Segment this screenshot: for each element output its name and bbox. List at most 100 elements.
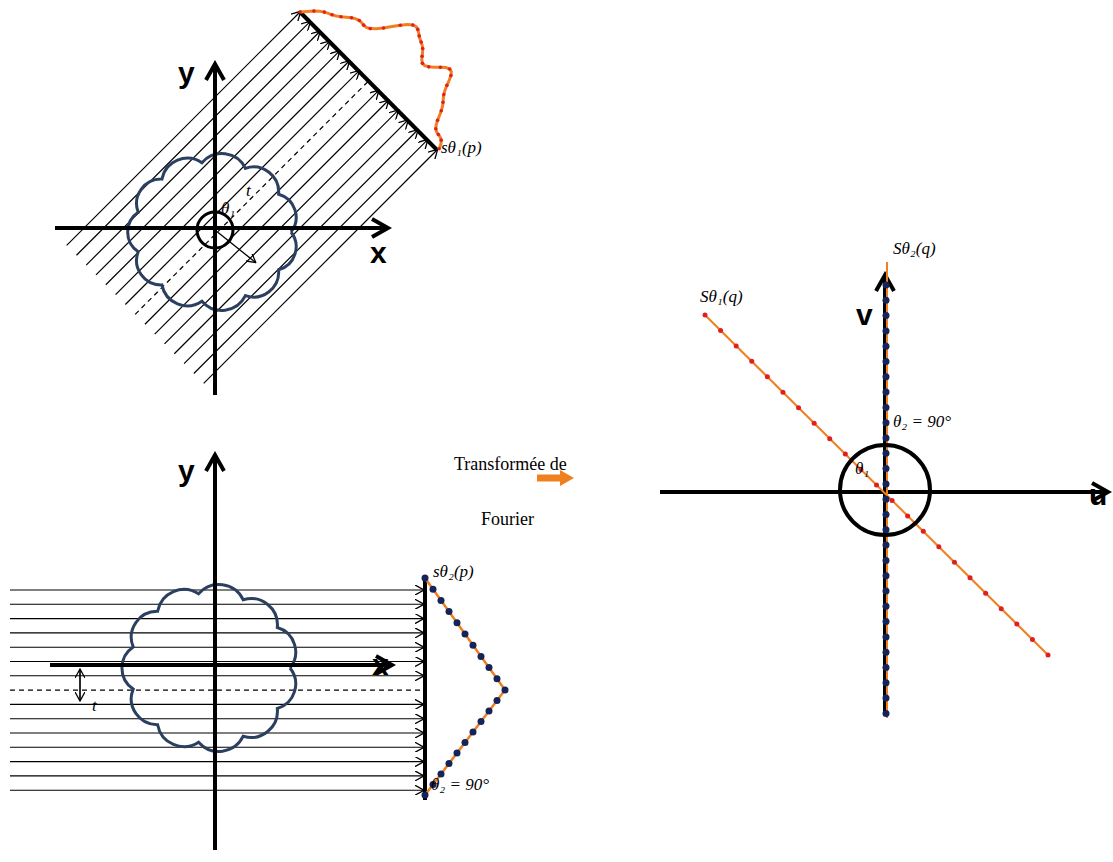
- projection-ray: [106, 51, 339, 284]
- sample-dot: [502, 687, 509, 694]
- sample-dot: [439, 65, 443, 69]
- sample-dot: [883, 419, 890, 426]
- sample-dot: [454, 619, 461, 626]
- sample-dot: [883, 282, 890, 289]
- sample-dot: [446, 608, 453, 615]
- sample-dot: [883, 297, 890, 304]
- object-cloud: [128, 154, 296, 311]
- sample-dot: [883, 710, 890, 717]
- object-cloud: [122, 585, 296, 752]
- sample-dot: [883, 312, 890, 319]
- sample-dot: [1030, 637, 1035, 642]
- angle-label: θ₂ = 90°: [431, 776, 489, 793]
- sample-dot: [427, 65, 431, 69]
- sample-dot: [416, 28, 420, 32]
- sample-dot: [890, 498, 895, 503]
- sample-dot: [883, 450, 890, 457]
- sample-dot: [883, 633, 890, 640]
- sample-dot: [883, 373, 890, 380]
- sample-dot: [323, 10, 327, 14]
- angle-label: θ₁: [221, 200, 235, 217]
- sample-dot: [883, 664, 890, 671]
- sample-dot: [883, 542, 890, 549]
- sample-dot: [298, 10, 302, 14]
- sample-dot: [905, 513, 910, 518]
- sample-dot: [330, 13, 334, 17]
- projection-ray: [204, 150, 437, 383]
- projection-ray: [116, 61, 349, 294]
- sample-dot: [470, 642, 477, 649]
- sample-dot: [421, 62, 425, 66]
- sample-dot: [703, 313, 708, 318]
- offset-label: t: [92, 697, 97, 714]
- sample-dot: [883, 557, 890, 564]
- sample-dot: [883, 358, 890, 365]
- projection-ray: [135, 81, 368, 314]
- sample-dot: [874, 483, 879, 488]
- transform-label: Fourier: [481, 510, 534, 528]
- projection-ray: [155, 101, 388, 334]
- sample-dot: [357, 19, 361, 23]
- sample-dot: [362, 23, 366, 27]
- sample-dot: [968, 575, 973, 580]
- spectrum-label: Sθ₁(q): [700, 288, 743, 305]
- projection-ray: [145, 91, 378, 324]
- sample-dot: [883, 389, 890, 396]
- sample-dot: [883, 435, 890, 442]
- projection-ray: [125, 71, 358, 304]
- sample-dot: [339, 15, 343, 19]
- axis-label: v: [856, 300, 873, 330]
- projection-ray: [194, 140, 427, 373]
- sample-dot: [421, 47, 425, 51]
- sample-dot: [442, 93, 446, 97]
- sample-dot: [883, 480, 890, 487]
- sample-dot: [439, 109, 443, 113]
- sample-dot: [718, 328, 723, 333]
- sample-dot: [883, 588, 890, 595]
- sample-dot: [883, 695, 890, 702]
- projection-ray: [184, 130, 417, 363]
- sample-dot: [936, 544, 941, 549]
- axis-label: x: [370, 238, 387, 268]
- sample-dot: [434, 127, 438, 131]
- projection-profile: [300, 11, 451, 149]
- sample-dot: [883, 603, 890, 610]
- sample-dot: [883, 404, 890, 411]
- sample-dot: [462, 631, 469, 638]
- sample-dot: [883, 572, 890, 579]
- sample-dot: [883, 327, 890, 334]
- sample-dot: [420, 54, 424, 58]
- sample-dot: [749, 359, 754, 364]
- sample-dot: [419, 40, 423, 44]
- sample-dot: [812, 421, 817, 426]
- offset-label: t: [246, 182, 251, 199]
- sample-dot: [312, 9, 316, 13]
- sample-dot: [430, 586, 437, 593]
- sample-dot: [883, 618, 890, 625]
- sample-dot: [883, 343, 890, 350]
- projection-ray: [67, 12, 300, 245]
- sample-dot: [470, 729, 477, 736]
- sample-dot: [422, 575, 429, 582]
- sample-dot: [952, 560, 957, 565]
- projection-ray: [86, 32, 319, 265]
- sample-dot: [462, 739, 469, 746]
- sample-dot: [411, 23, 415, 27]
- axis-label: y: [178, 456, 195, 486]
- sample-dot: [478, 718, 485, 725]
- angle-label: θ₂ = 90°: [893, 413, 951, 430]
- sample-dot: [883, 496, 890, 503]
- projection-label: sθ₁(p): [441, 139, 482, 156]
- sample-dot: [422, 792, 429, 799]
- sample-dot: [382, 26, 386, 30]
- sample-dot: [883, 465, 890, 472]
- sample-dot: [350, 16, 354, 20]
- sample-dot: [437, 147, 441, 151]
- sample-dot: [448, 67, 452, 71]
- sample-dot: [438, 597, 445, 604]
- sample-dot: [368, 27, 372, 31]
- sample-dot: [1046, 653, 1051, 658]
- sample-dot: [441, 101, 445, 105]
- sample-dot: [494, 697, 501, 704]
